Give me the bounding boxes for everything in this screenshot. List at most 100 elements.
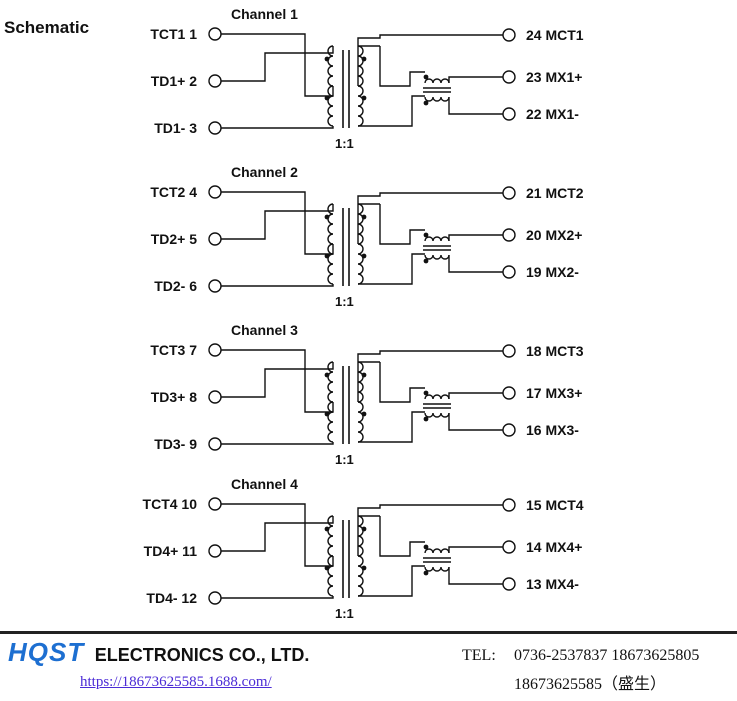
left-pin-terminal — [208, 497, 222, 511]
choke-coil-bottom — [424, 96, 450, 102]
center-tap-wire — [221, 349, 334, 413]
polarity-dot — [423, 232, 429, 238]
ratio-label: 1:1 — [335, 294, 354, 309]
left-pin-terminal — [208, 121, 222, 135]
mx-plus-wire — [448, 546, 503, 553]
schematic-heading: Schematic — [4, 18, 90, 37]
ratio-label: 1:1 — [335, 136, 354, 151]
choke-coil-top — [424, 78, 450, 84]
choke-coil-bottom — [424, 566, 450, 572]
polarity-dot — [423, 390, 429, 396]
secondary-coil-upper — [357, 515, 364, 557]
right-pin-terminal — [502, 186, 516, 200]
mx-minus-wire — [448, 567, 503, 585]
left-pin-label: TD3- 9 — [154, 436, 197, 452]
polarity-dot — [324, 214, 330, 220]
polarity-dot — [324, 565, 330, 571]
polarity-dot — [324, 253, 330, 259]
minus-wire — [221, 596, 334, 599]
mx-plus-wire — [448, 76, 503, 83]
secondary-out-wire — [358, 361, 425, 443]
secondary-coil-lower — [357, 401, 364, 443]
right-pin-terminal — [502, 107, 516, 121]
left-pin-label: TCT3 7 — [150, 342, 197, 358]
left-pin-terminal — [208, 544, 222, 558]
left-pin-terminal — [208, 232, 222, 246]
mx-minus-wire — [448, 97, 503, 115]
left-pin-terminal — [208, 279, 222, 293]
ratio-label: 1:1 — [335, 606, 354, 621]
right-pin-label: 19 MX2- — [526, 264, 579, 280]
choke-coil-top — [424, 394, 450, 400]
primary-coil-upper — [327, 203, 334, 245]
tel-label: TEL: — [462, 647, 496, 664]
polarity-dot — [423, 100, 429, 106]
right-pin-terminal — [502, 228, 516, 242]
polarity-dot — [423, 258, 429, 264]
secondary-coil-lower — [357, 555, 364, 597]
channel-label: Channel 3 — [231, 322, 298, 338]
choke-coil-bottom — [424, 254, 450, 260]
left-pin-terminal — [208, 390, 222, 404]
plus-wire — [221, 362, 334, 398]
left-pin-label: TD2+ 5 — [151, 231, 198, 247]
left-pin-terminal — [208, 343, 222, 357]
secondary-top-wire — [379, 46, 425, 87]
shop-link[interactable]: https://18673625585.1688.com/ — [80, 674, 272, 690]
company-logo: HQST — [8, 637, 85, 667]
company-brand: HQST ELECTRONICS CO., LTD. — [8, 637, 309, 668]
primary-coil-lower — [327, 85, 334, 127]
mct-wire — [357, 504, 503, 556]
tel-numbers: 0736-2537837 18673625805 — [514, 647, 700, 664]
primary-coil-upper — [327, 515, 334, 557]
primary-coil-lower — [327, 401, 334, 443]
channel-label: Channel 2 — [231, 164, 298, 180]
channel-label: Channel 1 — [231, 6, 298, 22]
plus-wire — [221, 46, 334, 82]
secondary-top-wire — [379, 516, 425, 557]
tel-contact: 18673625585（盛生） — [514, 676, 667, 693]
left-pin-terminal — [208, 185, 222, 199]
center-tap-wire — [221, 191, 334, 255]
left-pin-label: TD4- 12 — [146, 590, 197, 606]
plus-wire — [221, 204, 334, 240]
right-pin-terminal — [502, 540, 516, 554]
right-pin-terminal — [502, 386, 516, 400]
right-pin-label: 13 MX4- — [526, 576, 579, 592]
left-pin-label: TCT2 4 — [150, 184, 197, 200]
primary-coil-upper — [327, 45, 334, 87]
right-pin-terminal — [502, 70, 516, 84]
secondary-out-wire — [358, 45, 425, 127]
choke-coil-bottom — [424, 412, 450, 418]
right-pin-label: 14 MX4+ — [526, 539, 582, 555]
mx-plus-wire — [448, 392, 503, 399]
polarity-dot — [423, 416, 429, 422]
right-pin-terminal — [502, 28, 516, 42]
polarity-dot — [423, 74, 429, 80]
polarity-dot — [361, 526, 367, 532]
left-pin-label: TCT4 10 — [143, 496, 198, 512]
right-pin-terminal — [502, 265, 516, 279]
polarity-dot — [361, 253, 367, 259]
minus-wire — [221, 284, 334, 287]
right-pin-terminal — [502, 498, 516, 512]
right-pin-terminal — [502, 344, 516, 358]
polarity-dot — [324, 56, 330, 62]
mct-wire — [357, 34, 503, 86]
left-pin-label: TD1+ 2 — [151, 73, 198, 89]
footer-divider — [0, 631, 737, 634]
right-pin-label: 21 MCT2 — [526, 185, 584, 201]
mct-wire — [357, 350, 503, 402]
mct-wire — [357, 192, 503, 244]
mx-plus-wire — [448, 234, 503, 241]
polarity-dot — [324, 411, 330, 417]
left-pin-terminal — [208, 27, 222, 41]
right-pin-label: 24 MCT1 — [526, 27, 584, 43]
left-pin-label: TD4+ 11 — [144, 543, 198, 559]
right-pin-terminal — [502, 577, 516, 591]
left-pin-terminal — [208, 437, 222, 451]
